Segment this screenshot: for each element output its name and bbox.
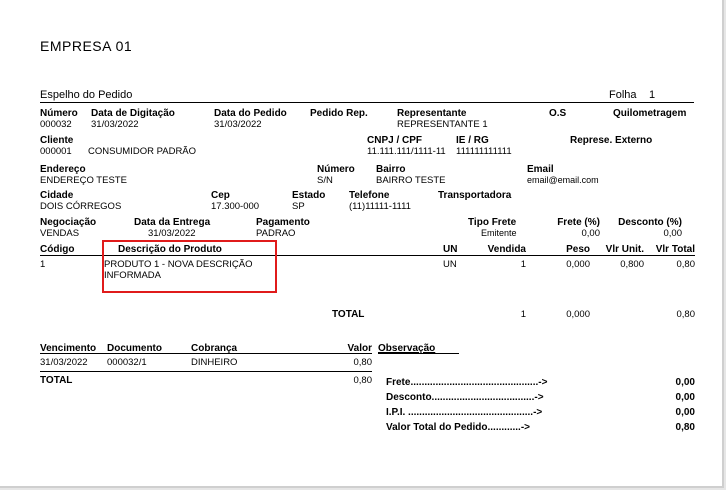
tipo-frete-label: Tipo Frete <box>468 217 517 228</box>
col-descricao-header: Descrição do Produto <box>118 244 222 255</box>
cep-label: Cep <box>211 190 230 201</box>
folha-value: 1 <box>649 89 656 101</box>
frete-pct-label: Frete (%) <box>557 217 600 228</box>
pay-vencimento-header: Vencimento <box>40 343 97 354</box>
frete-pct-value: 0,00 <box>581 228 601 239</box>
endereco-label: Endereço <box>40 164 86 175</box>
email-value: email@email.com <box>527 175 599 185</box>
estado-value: SP <box>292 201 305 212</box>
item-codigo: 1 <box>40 259 46 270</box>
data-pedido-label: Data do Pedido <box>214 108 287 119</box>
observacao-divider <box>378 353 459 354</box>
desconto-pct-label: Desconto (%) <box>618 217 682 228</box>
pay-cobranca: DINHEIRO <box>191 357 238 368</box>
summary-desconto-value: 0,00 <box>675 392 695 403</box>
telefone-label: Telefone <box>349 190 390 201</box>
summary-ipi-label: I.P.I. .................................… <box>386 407 543 418</box>
digitacao-label: Data de Digitação <box>91 108 175 119</box>
header-divider <box>40 102 694 103</box>
item-peso: 0,000 <box>566 259 590 270</box>
items-total-label: TOTAL <box>332 309 365 320</box>
pay-cobranca-header: Cobrança <box>191 343 238 354</box>
entrega-value: 31/03/2022 <box>148 228 196 239</box>
endereco-numero-label: Número <box>317 164 355 175</box>
negociacao-value: VENDAS <box>40 228 80 239</box>
cnpj-value: 11.111.111/1111-11 <box>367 146 446 157</box>
os-label: O.S <box>549 108 567 119</box>
transportadora-label: Transportadora <box>438 190 512 201</box>
pedido-rep-label: Pedido Rep. <box>310 108 368 119</box>
items-total-vendida: 1 <box>520 309 526 320</box>
company-name: EMPRESA 01 <box>40 38 133 54</box>
data-pedido-value: 31/03/2022 <box>214 119 262 130</box>
col-peso-header: Peso <box>566 244 590 255</box>
representante-label: Representante <box>397 108 467 119</box>
estado-label: Estado <box>292 190 326 201</box>
item-descricao-line2: INFORMADA <box>104 270 161 281</box>
summary-frete-label: Frete...................................… <box>386 377 548 388</box>
summary-desconto-label: Desconto................................… <box>386 392 544 403</box>
item-vendida: 1 <box>520 259 526 270</box>
negociacao-label: Negociação <box>40 217 97 228</box>
pay-vencimento: 31/03/2022 <box>40 357 88 368</box>
item-un: UN <box>443 259 457 270</box>
summary-ipi-value: 0,00 <box>675 407 695 418</box>
summary-frete-value: 0,00 <box>675 377 695 388</box>
endereco-numero-value: S/N <box>317 175 333 186</box>
highlight-box <box>102 240 277 293</box>
ie-value: 111111111111 <box>456 146 512 157</box>
folha-label: Folha <box>609 89 637 101</box>
quilometragem-label: Quilometragem <box>613 108 687 119</box>
pay-header-divider <box>40 353 372 354</box>
pay-total-divider <box>40 371 372 372</box>
pay-total-valor: 0,80 <box>353 375 373 386</box>
ie-label: IE / RG <box>456 135 489 146</box>
cliente-codigo: 000001 <box>40 146 72 157</box>
col-vlr-unit-header: Vlr Unit. <box>605 244 644 255</box>
bairro-value: BAIRRO TESTE <box>376 175 446 186</box>
bairro-label: Bairro <box>376 164 406 175</box>
item-vlr-total: 0,80 <box>676 259 696 270</box>
digitacao-value: 31/03/2022 <box>91 119 139 130</box>
cidade-label: Cidade <box>40 190 74 201</box>
representante-value: REPRESENTANTE 1 <box>397 119 488 130</box>
numero-value: 000032 <box>40 119 72 130</box>
tipo-frete-value: Emitente <box>481 228 517 238</box>
pagamento-value: PADRAO <box>256 228 296 239</box>
summary-total-value: 0,80 <box>675 422 695 433</box>
col-codigo-header: Código <box>40 244 75 255</box>
represe-externo-label: Represe. Externo <box>570 135 653 146</box>
desconto-pct-value: 0,00 <box>663 228 683 239</box>
report-title: Espelho do Pedido <box>40 89 133 101</box>
cliente-label: Cliente <box>40 135 74 146</box>
col-vendida-header: Vendida <box>487 244 526 255</box>
entrega-label: Data da Entrega <box>134 217 211 228</box>
cliente-nome: CONSUMIDOR PADRÃO <box>88 146 197 157</box>
items-header-divider <box>40 255 695 256</box>
cnpj-label: CNPJ / CPF <box>367 135 423 146</box>
pay-observacao-header: Observação <box>378 343 436 354</box>
item-vlr-unit: 0,800 <box>620 259 644 270</box>
pay-valor: 0,80 <box>353 357 373 368</box>
email-label: Email <box>527 164 554 175</box>
pagamento-label: Pagamento <box>256 217 310 228</box>
pay-valor-header: Valor <box>347 343 372 354</box>
items-total-peso: 0,000 <box>566 309 590 320</box>
cep-value: 17.300-000 <box>211 201 260 212</box>
items-total-vlr: 0,80 <box>676 309 696 320</box>
endereco-value: ENDEREÇO TESTE <box>40 175 127 186</box>
pay-documento: 000032/1 <box>107 357 147 368</box>
item-descricao-line1: PRODUTO 1 - NOVA DESCRIÇÃO <box>104 259 253 270</box>
cidade-value: DOIS CÓRREGOS <box>40 201 122 212</box>
telefone-value: (11)11111-1111 <box>349 201 411 212</box>
summary-total-label: Valor Total do Pedido............-> <box>386 422 530 433</box>
col-un-header: UN <box>443 244 458 255</box>
pay-total-label: TOTAL <box>40 375 73 386</box>
col-vlr-total-header: Vlr Total <box>655 244 695 255</box>
numero-label: Número <box>40 108 78 119</box>
pay-documento-header: Documento <box>107 343 162 354</box>
